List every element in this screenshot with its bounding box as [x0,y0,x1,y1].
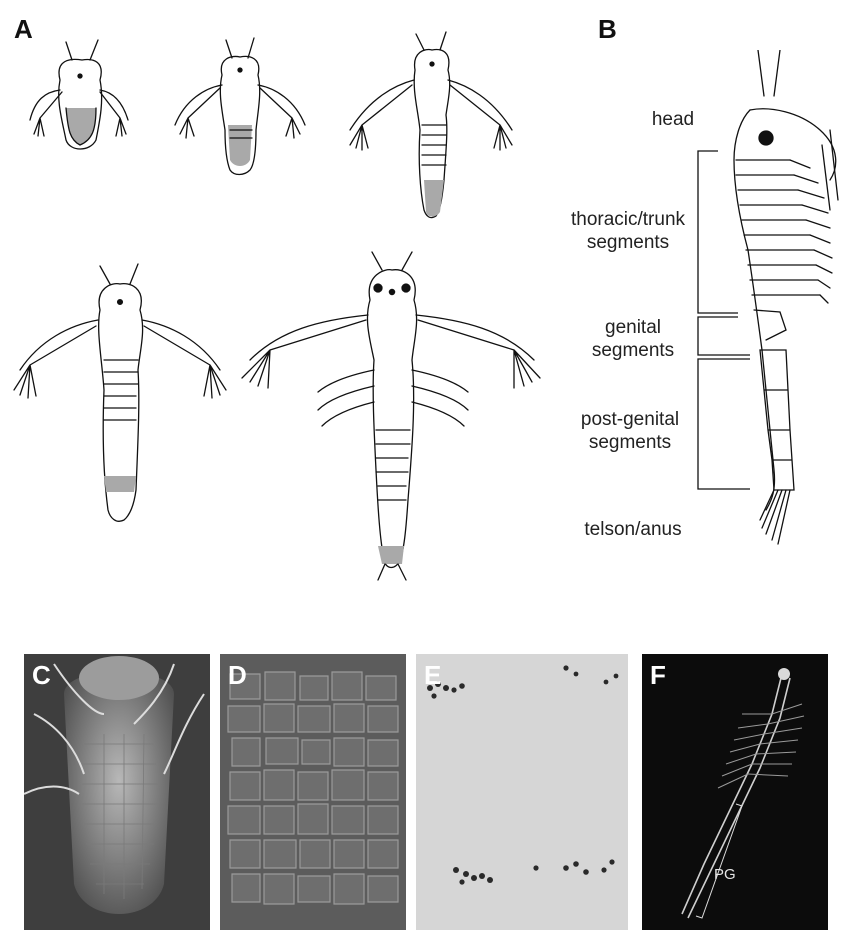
panel-label-e: E [424,660,441,691]
growth-zone [378,546,404,564]
bracket-genital [698,317,750,355]
label-post-genital-segments: post-genital segments [560,408,700,454]
panel-d-sem-image: D [220,654,406,930]
panel-label-d: D [228,660,247,691]
larval-stages-drawing [0,30,560,590]
bracket-postgenital [698,359,750,489]
growth-zone [104,476,136,492]
growth-zone [66,108,96,145]
larva-stage-1 [30,40,128,149]
larva-stage-4 [14,264,226,521]
panel-label-c: C [32,660,51,691]
growth-zone [228,125,252,166]
panel-e-stained-image: E [416,654,628,930]
panel-f-darkfield-image: F PG [642,654,828,930]
label-pg: PG [714,866,736,883]
label-head: head [628,108,718,131]
growth-zone [424,180,444,217]
label-genital-segments: genital segments [568,316,698,362]
panel-c-sem-image: C [24,654,210,930]
label-telson-anus: telson/anus [568,518,698,541]
panel-label-b: B [598,14,617,45]
larva-stage-5 [242,252,540,580]
label-thoracic-segments: thoracic/trunk segments [548,208,708,254]
panel-label-f: F [650,660,666,691]
larva-stage-2 [175,38,305,175]
larva-stage-3 [350,32,512,218]
